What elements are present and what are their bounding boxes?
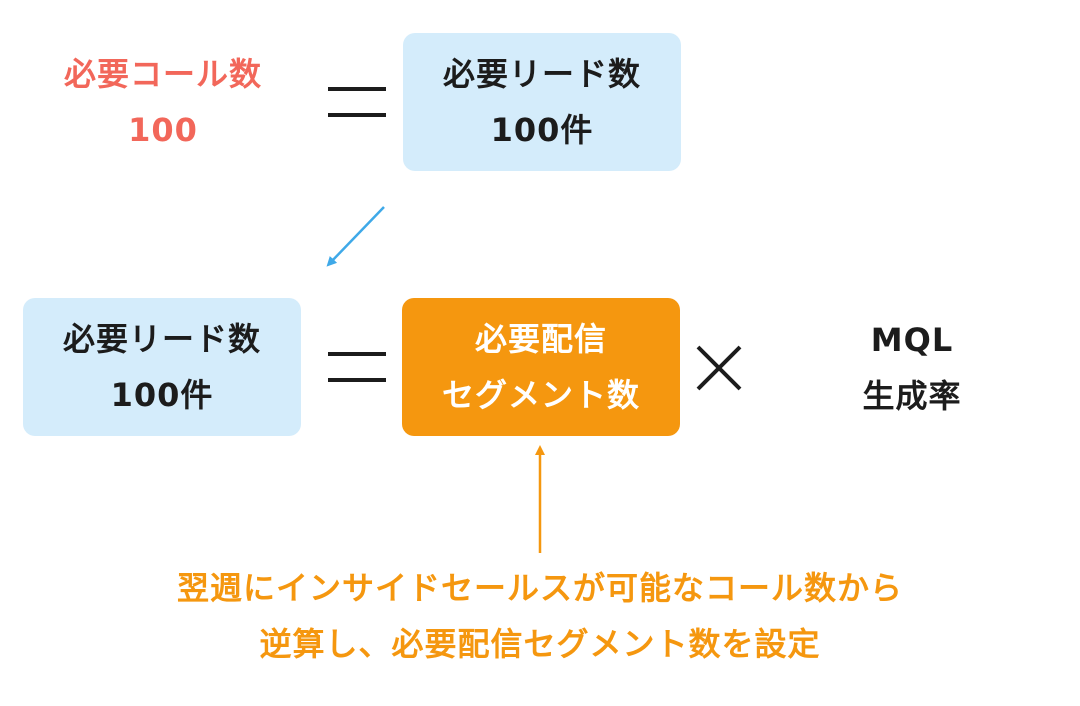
required-segments-line2: セグメント数 — [441, 376, 640, 414]
mql-rate-line2: 生成率 — [862, 377, 962, 415]
required-calls-label: 必要コール数 100 — [40, 46, 286, 158]
footnote-line2: 逆算し、必要配信セグメント数を設定 — [259, 625, 821, 663]
top-required-leads-label: 必要リード数 — [442, 55, 641, 93]
bottom-required-leads-value: 100件 — [110, 376, 214, 414]
required-calls-value: 100 — [128, 111, 198, 149]
footnote-text: 翌週にインサイドセールスが可能なコール数から 逆算し、必要配信セグメント数を設定 — [0, 560, 1080, 672]
required-segments-line1: 必要配信 — [474, 320, 607, 358]
top-equals-sign — [328, 87, 386, 117]
top-required-leads-value: 100件 — [490, 111, 594, 149]
required-calls-title: 必要コール数 — [63, 55, 262, 93]
bottom-required-leads-label: 必要リード数 — [62, 320, 261, 358]
bottom-equals-sign — [328, 352, 386, 382]
mql-rate-label: MQL 生成率 — [830, 312, 994, 424]
top-required-leads-box: 必要リード数 100件 — [403, 33, 681, 171]
mql-rate-line1: MQL — [870, 321, 954, 359]
diagonal-arrow — [326, 206, 385, 267]
required-segments-box: 必要配信 セグメント数 — [402, 298, 680, 436]
footnote-line1: 翌週にインサイドセールスが可能なコール数から — [176, 569, 903, 607]
multiply-sign — [696, 345, 742, 391]
bottom-required-leads-box: 必要リード数 100件 — [23, 298, 301, 436]
